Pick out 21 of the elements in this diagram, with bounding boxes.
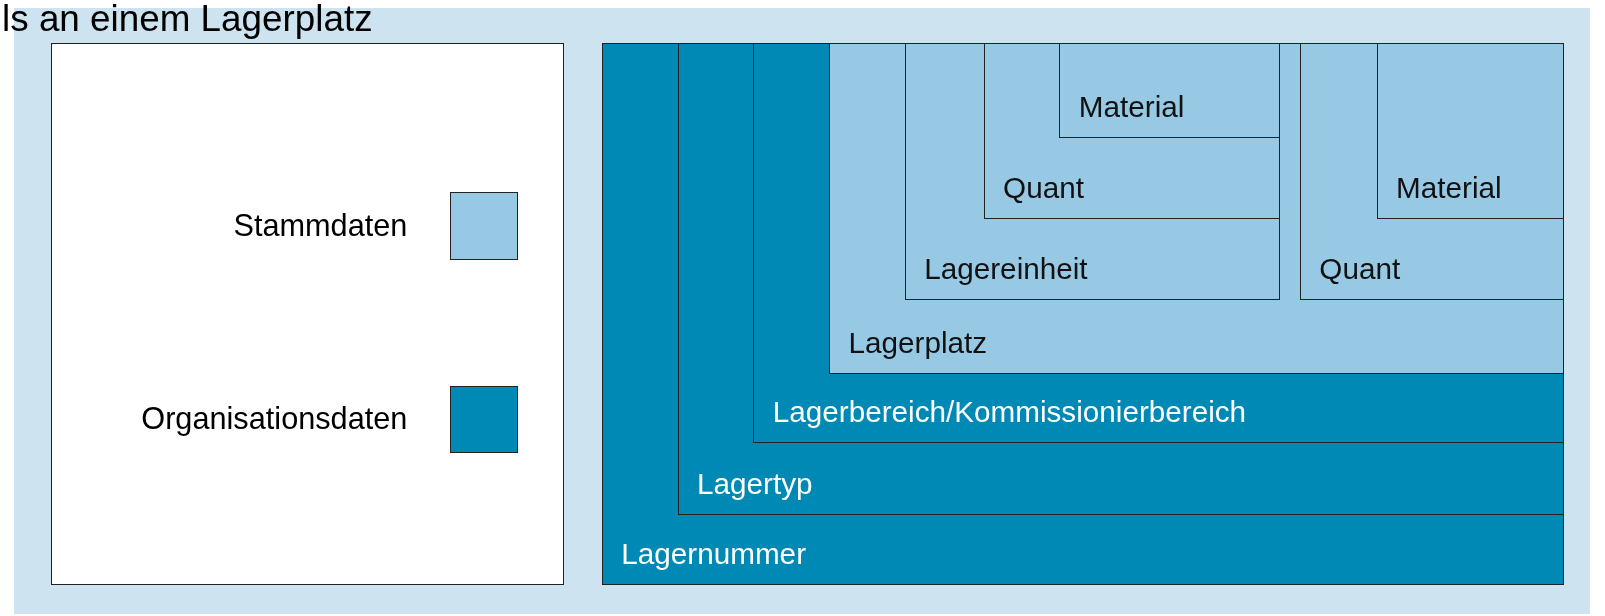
- nested-box: [1376, 43, 1564, 220]
- legend-label: Stammdaten: [233, 210, 408, 242]
- title: ls an einem Lagerplatz: [2, 0, 373, 41]
- box-label: Lagertyp: [697, 468, 813, 499]
- box-label: Quant: [1003, 173, 1084, 203]
- nested-box: [677, 43, 1565, 515]
- box-label: Lagerbereich/Kommissionierbereich: [772, 397, 1247, 427]
- box-label: Material: [1396, 173, 1502, 203]
- box-label: Lagereinheit: [924, 253, 1088, 284]
- nested-box: [753, 43, 1565, 444]
- nested-box: [904, 43, 1281, 300]
- nested-box: [1299, 43, 1564, 300]
- nested-box: [829, 43, 1564, 374]
- nested-box: [601, 43, 1565, 586]
- box-label: Material: [1078, 92, 1185, 122]
- box-label: Lagerplatz: [848, 327, 988, 358]
- box-label: Quant: [1319, 253, 1401, 284]
- legend-label: Organisationsdaten: [141, 404, 408, 435]
- nested-box: [983, 43, 1281, 220]
- box-label: Lagernummer: [621, 539, 806, 570]
- nested-box: [1059, 43, 1281, 139]
